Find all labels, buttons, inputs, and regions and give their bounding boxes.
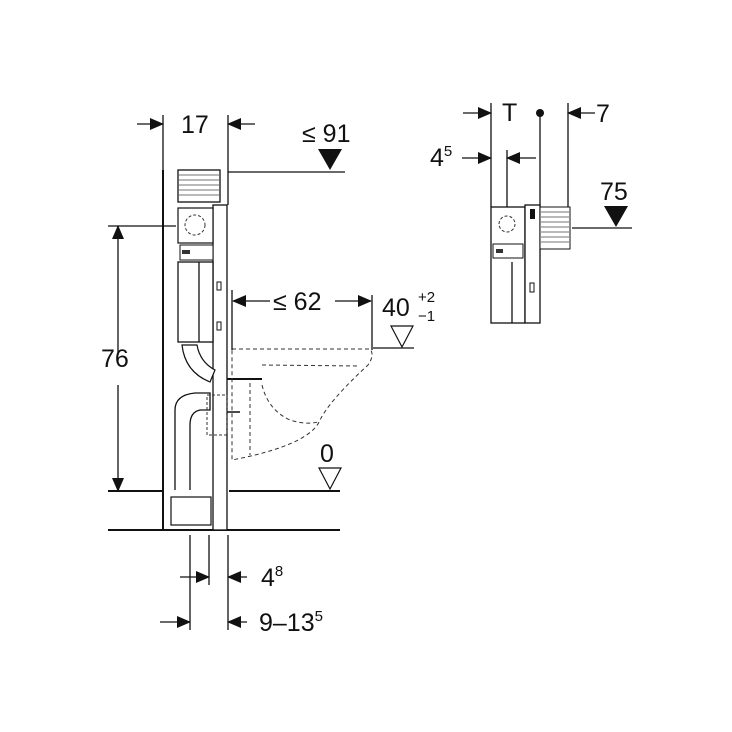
level-marker-filled (604, 206, 628, 227)
frame-upright (212, 204, 228, 531)
pipe-connector (206, 394, 228, 436)
dim-offset-right: 7 (596, 100, 610, 128)
dim-seat-height: 40 (382, 294, 410, 322)
reference-dot (536, 109, 544, 117)
dim-thickness: T (502, 99, 517, 127)
cistern-side (490, 206, 526, 324)
drain-box (170, 496, 212, 526)
level-marker-open (390, 325, 414, 349)
dim-max-projection: ≤ 62 (273, 288, 321, 316)
tolerance-upper: +2 (418, 289, 435, 306)
dim-height: 75 (600, 178, 628, 206)
frame-upright (524, 204, 541, 324)
tolerance-lower: −1 (418, 308, 435, 325)
front-view: 17 ≤ 91 76 ≤ 62 40 +2 −1 0 48 9–1 (101, 111, 435, 637)
dim-offset-range: 9–135 (259, 608, 323, 637)
side-view: T 7 45 75 (430, 99, 632, 324)
drain-pipe (174, 392, 211, 490)
frame-slot (216, 321, 222, 331)
dim-max-top-height: ≤ 91 (302, 120, 350, 148)
dim-frame-depth: 17 (181, 111, 209, 139)
frame-slot (216, 281, 222, 291)
level-marker-open (318, 467, 342, 491)
wc-bowl-outline (231, 348, 373, 461)
cistern-cover (177, 169, 221, 203)
wc-bowl-inner (249, 364, 361, 455)
flush-bend (181, 344, 216, 383)
cistern (177, 207, 214, 343)
dim-actuation-height: 76 (101, 345, 129, 373)
dim-floor-level: 0 (320, 440, 334, 468)
level-marker-filled (318, 149, 342, 170)
dim-offset-small: 48 (261, 563, 283, 592)
dim-offset-left: 45 (430, 143, 452, 172)
cover-plate-hatched (539, 206, 571, 250)
